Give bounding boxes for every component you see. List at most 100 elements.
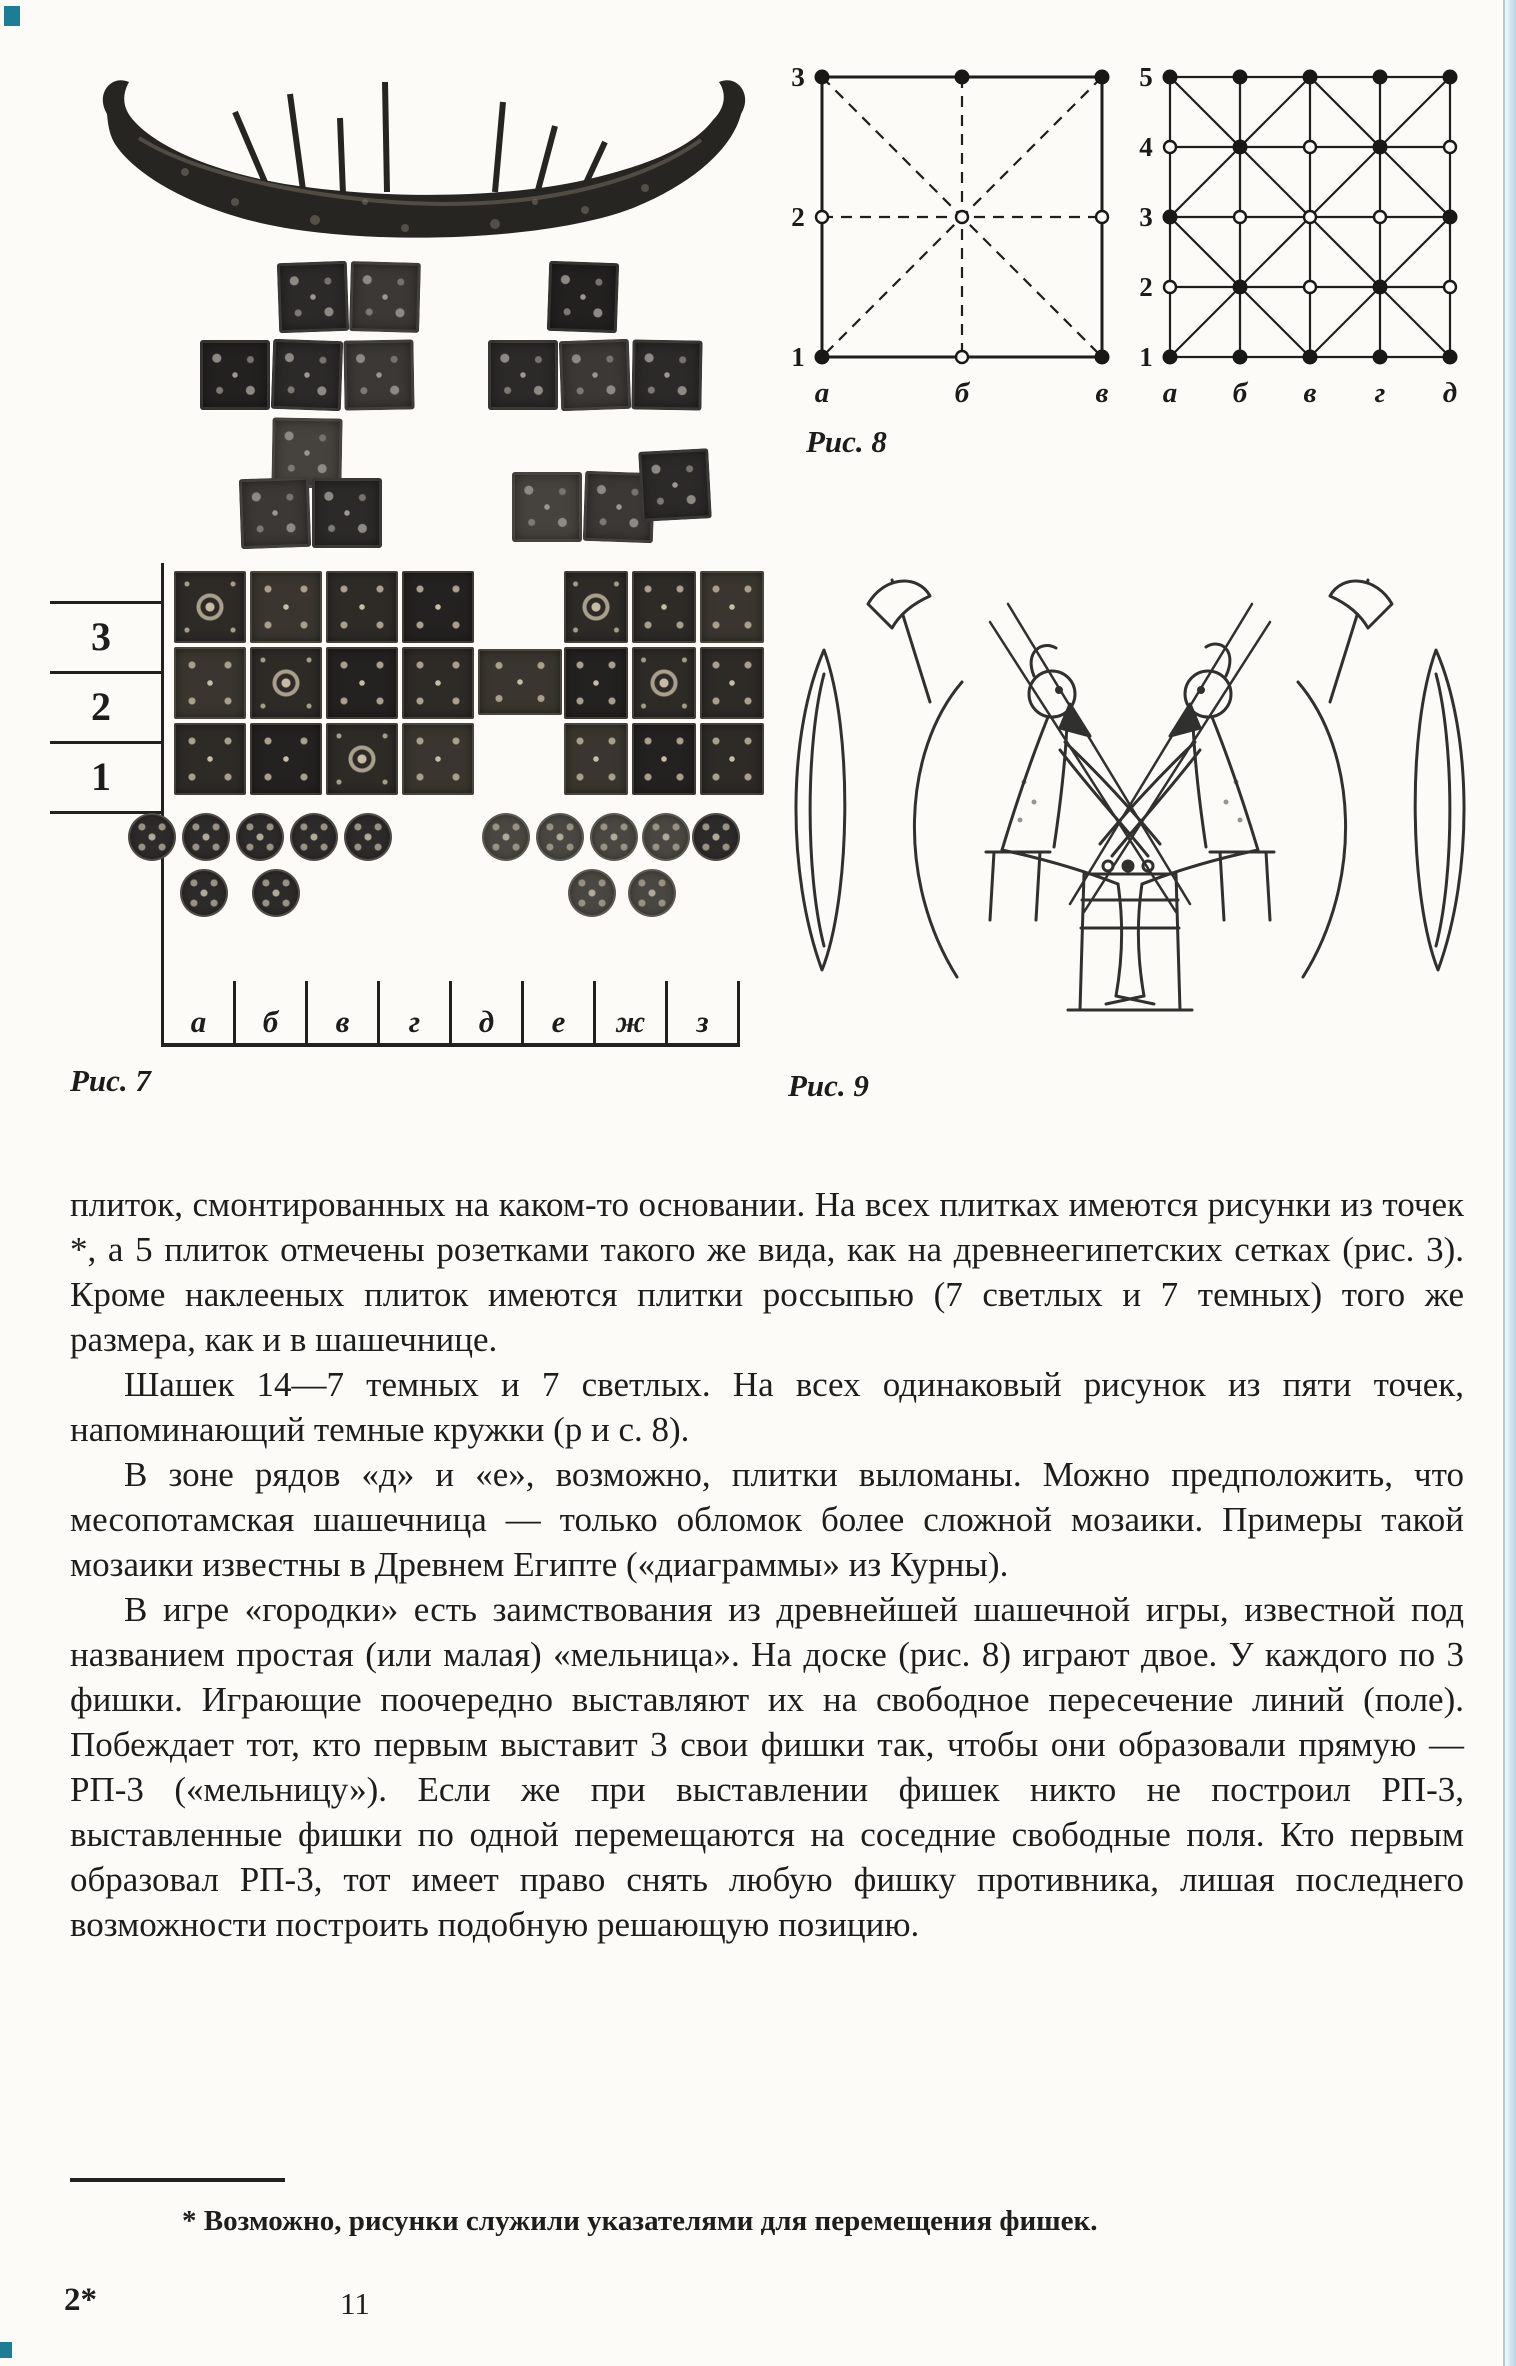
mosaic-tile <box>250 571 322 643</box>
checker-piece <box>590 813 638 861</box>
board-points <box>1162 69 1458 365</box>
mosaic-tile <box>250 647 322 719</box>
mosaic-tile <box>546 260 620 334</box>
dark-point <box>1232 69 1248 85</box>
mosaic-tile <box>349 261 421 333</box>
checker-piece <box>568 869 616 917</box>
axis-label: в <box>1096 377 1109 409</box>
checker-piece <box>182 813 230 861</box>
axis-label: 3 <box>791 62 805 92</box>
axis-tick <box>50 601 164 604</box>
dark-point <box>1372 349 1388 365</box>
right-spears <box>1068 602 1272 914</box>
dark-point <box>1442 69 1458 85</box>
figure-9: Рис. 9 <box>772 552 1508 1117</box>
dark-point <box>1232 139 1248 155</box>
boat-hull <box>102 80 746 238</box>
light-point <box>1442 139 1458 155</box>
figure-7: 3 2 1 <box>50 555 774 1130</box>
mosaic-tile <box>564 723 628 795</box>
dark-point <box>1442 209 1458 225</box>
light-point <box>1094 209 1110 225</box>
dark-point <box>1302 349 1318 365</box>
mosaic-tile <box>632 647 696 719</box>
dark-point <box>1094 69 1110 85</box>
printer-signature: 2* <box>64 2282 97 2318</box>
mosaic-tile <box>638 448 712 522</box>
right-shield <box>1413 648 1466 972</box>
mosaic-tile <box>564 647 628 719</box>
paragraph: В зоне рядов «д» и «е», возможно, плитки… <box>70 1455 1464 1584</box>
dark-point <box>1442 349 1458 365</box>
boat-illustration <box>85 52 765 284</box>
mosaic-tile <box>238 476 312 550</box>
light-point <box>954 349 970 365</box>
axis-label: 5 <box>1139 62 1153 92</box>
dark-point <box>814 69 830 85</box>
light-point <box>814 209 830 225</box>
mosaic-tile <box>326 723 398 795</box>
dark-point <box>1162 69 1178 85</box>
dark-point <box>1372 69 1388 85</box>
warriors-drawing <box>794 578 1466 1012</box>
garment-dots <box>1017 779 1243 823</box>
axis-label: 1 <box>791 342 805 372</box>
grid-board-diagram: 5 4 3 2 1 а б в г д <box>1139 62 1458 409</box>
fig7-mosaic-right-block <box>564 571 764 795</box>
mosaic-tile <box>478 649 562 715</box>
checker-piece <box>482 813 530 861</box>
board-points <box>814 69 1110 365</box>
light-point <box>1162 279 1178 295</box>
column-label: ж <box>593 981 665 1043</box>
row-label: 3 <box>91 614 111 659</box>
mosaic-tile <box>700 647 764 719</box>
light-point <box>1372 209 1388 225</box>
dark-point <box>814 349 830 365</box>
mosaic-tile <box>558 338 632 412</box>
axis-label: 2 <box>791 202 805 232</box>
left-shield <box>794 648 847 972</box>
checker-piece <box>628 869 676 917</box>
mosaic-tile <box>402 647 474 719</box>
figure-9-caption: Рис. 9 <box>788 1068 869 1103</box>
dark-point <box>1232 349 1248 365</box>
axis-label: б <box>1233 377 1249 409</box>
axis-label: 3 <box>1139 202 1153 232</box>
checker-piece <box>536 813 584 861</box>
scan-artifact-top-left <box>4 6 20 26</box>
axis-label: 4 <box>1139 132 1153 162</box>
mosaic-tile <box>343 339 415 411</box>
dark-point <box>1302 69 1318 85</box>
axis-tick <box>50 671 164 674</box>
mosaic-tile <box>326 571 398 643</box>
light-point <box>1232 209 1248 225</box>
mosaic-tile <box>200 340 270 410</box>
column-label: е <box>521 981 593 1043</box>
axis-label: 2 <box>1139 272 1153 302</box>
footnote: * Возможно, рисунки служили указателями … <box>70 2205 1460 2238</box>
y-axis-line <box>161 563 164 1045</box>
column-label: в <box>305 981 377 1043</box>
light-point <box>1302 209 1318 225</box>
mosaic-tile <box>270 338 344 412</box>
row-label: 2 <box>91 684 111 729</box>
page-number: 11 <box>340 2286 370 2321</box>
axis-tick <box>50 741 164 744</box>
axis-label: а <box>815 377 830 409</box>
checker-piece <box>642 813 690 861</box>
scan-gutter-edge <box>1503 0 1516 2366</box>
column-label: з <box>665 981 737 1043</box>
right-warrior <box>1098 642 1276 1006</box>
figure-7-caption: Рис. 7 <box>70 1063 151 1098</box>
row-label: 1 <box>91 754 111 799</box>
mosaic-tile <box>632 571 696 643</box>
dark-point <box>1372 279 1388 295</box>
light-point <box>1162 139 1178 155</box>
checker-piece <box>252 869 300 917</box>
light-point <box>1302 279 1318 295</box>
axis-label: г <box>1375 377 1386 409</box>
column-label: г <box>377 981 449 1043</box>
axis-tick <box>50 811 164 814</box>
game-table <box>1066 859 1194 1012</box>
mosaic-tile <box>564 571 628 643</box>
